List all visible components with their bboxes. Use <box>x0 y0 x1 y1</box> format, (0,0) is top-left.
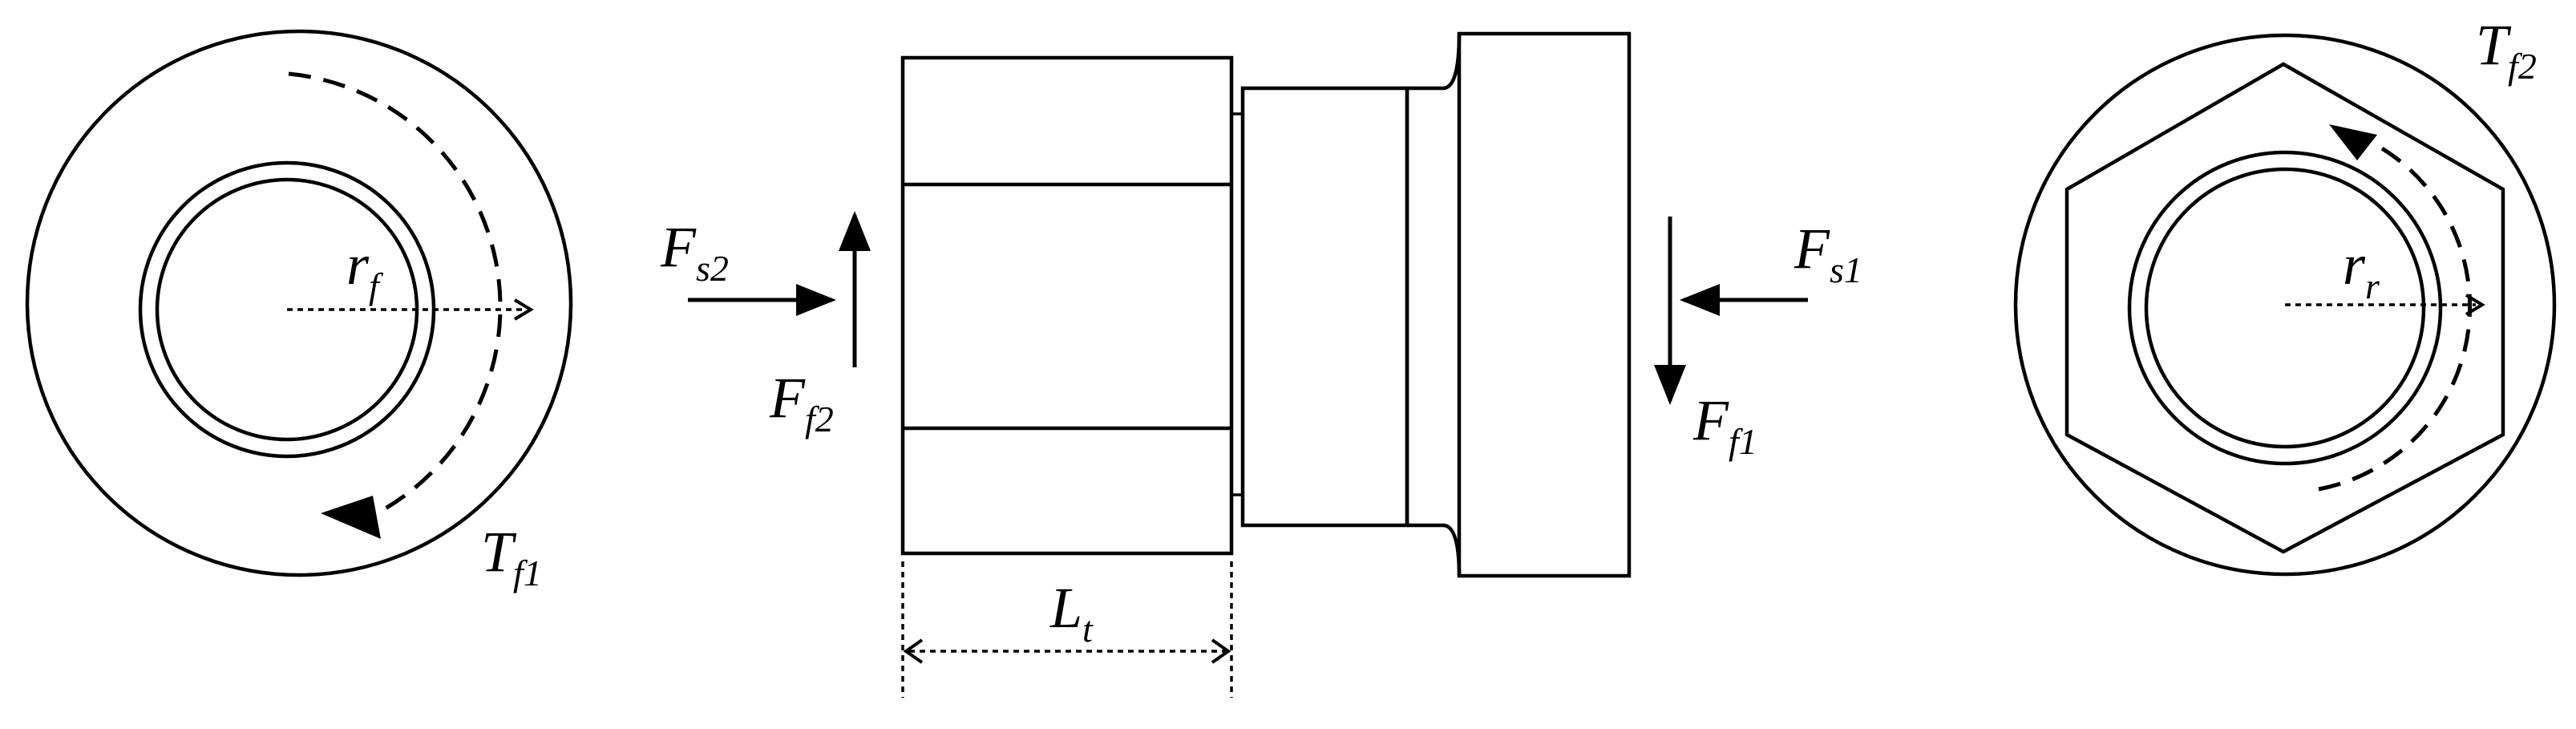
shank-body <box>1240 86 1409 528</box>
ff2-label: Ff2 <box>769 366 834 439</box>
left-outer-circle <box>25 29 573 577</box>
fs2-label: Fs2 <box>660 215 729 289</box>
left-torque-arrowhead <box>321 496 381 539</box>
lower-fillet <box>1407 523 1462 577</box>
right-radius-arrowhead <box>2465 294 2485 316</box>
right-torque-arc <box>2318 132 2473 492</box>
length-label: Lt <box>1049 576 1094 650</box>
upper-fillet <box>1407 33 1462 91</box>
right-end-view: rr Tf2 <box>2013 13 2557 577</box>
hex-outline <box>2064 62 2505 554</box>
right-radius-label: rr <box>2343 233 2380 306</box>
right-outer-circle <box>2013 33 2557 577</box>
left-radius-arrowhead <box>513 298 534 321</box>
length-arrow-left <box>903 638 924 664</box>
left-torque-label: Tf1 <box>481 520 542 593</box>
nut-body <box>900 55 1234 556</box>
right-inner-circle <box>2144 167 2426 449</box>
right-middle-circle <box>2127 150 2443 466</box>
right-torque-arrowhead <box>2329 124 2377 160</box>
left-torque-arc <box>288 71 503 516</box>
ff1-label: Ff1 <box>1692 388 1757 462</box>
side-view: Fs2 Ff2 Fs1 Ff1 Lt <box>660 31 1862 698</box>
right-torque-label: Tf2 <box>2476 13 2537 87</box>
left-radius-label: rf <box>346 233 384 306</box>
left-end-view: rf Tf1 <box>25 29 573 593</box>
bolt-head <box>1457 31 1632 578</box>
length-arrow-right <box>1211 638 1231 664</box>
fs1-label: Fs1 <box>1793 217 1862 290</box>
